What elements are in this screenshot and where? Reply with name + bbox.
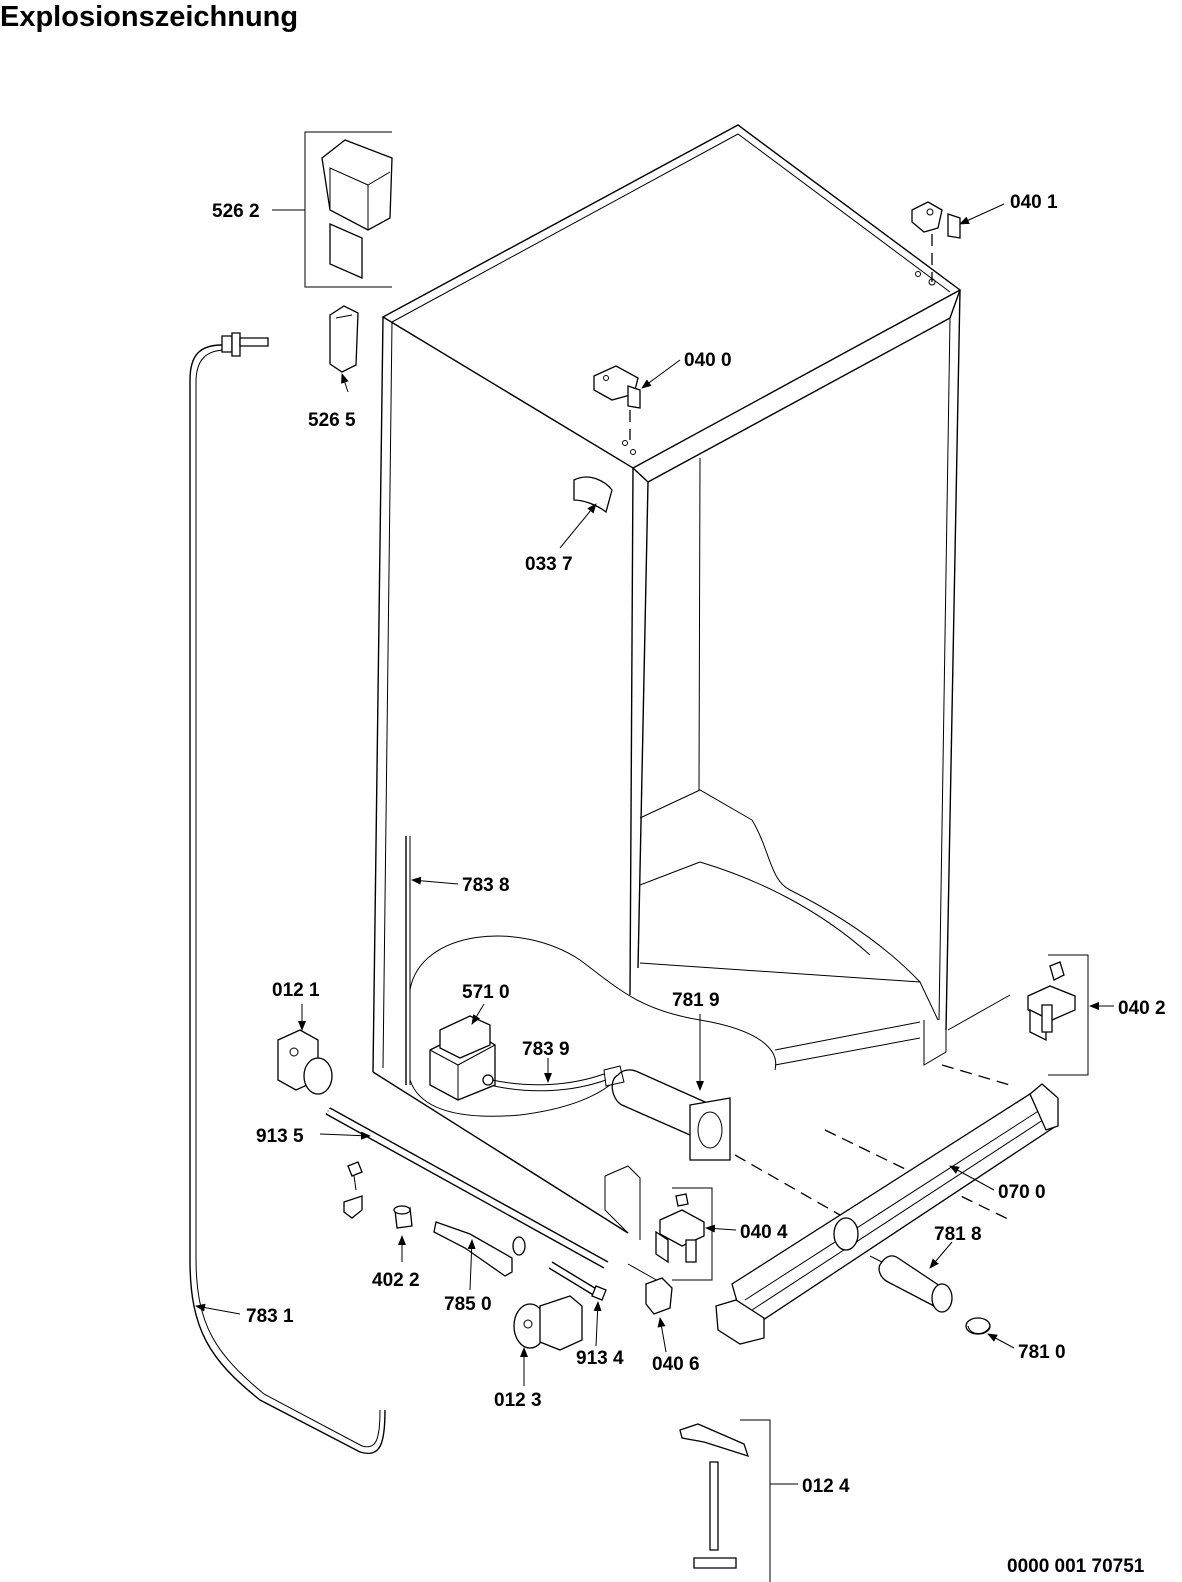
callout-526-5: 526 5 [308, 410, 356, 431]
callout-040-1: 040 1 [1010, 192, 1058, 213]
part-screw [343, 1161, 363, 1219]
part-785-0-hose [433, 1221, 526, 1277]
part-033-7-flap [573, 476, 613, 514]
part-783-8-tube [405, 836, 411, 1085]
callout-040-0: 040 0 [684, 350, 732, 371]
callout-526-2: 526 2 [212, 201, 260, 222]
wiring-loop [409, 935, 777, 1117]
callout-913-5: 913 5 [256, 1126, 304, 1147]
part-070-0-base-rail [715, 1083, 1059, 1345]
callout-571-0: 571 0 [462, 982, 510, 1003]
callout-913-4: 913 4 [576, 1348, 624, 1369]
part-913-5-threaded-rod [325, 1107, 609, 1269]
callout-070-0: 070 0 [998, 1182, 1046, 1203]
callout-labels: 526 2 526 5 040 1 040 0 033 7 783 8 012 … [212, 192, 1166, 1497]
part-040-0-middle-hinge [593, 365, 641, 409]
callout-040-4: 040 4 [740, 1222, 788, 1243]
callout-785-0: 785 0 [444, 1294, 492, 1315]
part-040-2-bottom-hinge [1027, 954, 1089, 1076]
part-402-2-bushing [393, 1205, 413, 1229]
callout-040-2: 040 2 [1118, 998, 1166, 1019]
leader-lines [195, 203, 1114, 1485]
callout-012-3: 012 3 [494, 1390, 542, 1411]
part-783-9-tube [491, 1073, 607, 1092]
callout-012-1: 012 1 [272, 980, 320, 1001]
callout-783-1: 783 1 [246, 1306, 294, 1327]
cabinet-body [372, 124, 1011, 1240]
callout-781-8: 781 8 [934, 1224, 982, 1245]
callout-781-0: 781 0 [1018, 1342, 1066, 1363]
part-571-0-solenoid-valve [429, 1015, 496, 1101]
document-number: 0000 001 70751 [1007, 1556, 1145, 1577]
part-781-0-cap [965, 1317, 991, 1335]
part-913-4-screw [548, 1261, 607, 1301]
callout-040-6: 040 6 [652, 1354, 700, 1375]
part-040-4-bracket [627, 1187, 713, 1283]
callout-402-2: 402 2 [372, 1270, 420, 1291]
part-783-1-tube [189, 332, 386, 1454]
part-781-8-filter [869, 1255, 953, 1313]
part-526-2-control-box [304, 131, 393, 288]
part-040-1-top-hinge [911, 201, 961, 239]
part-012-1-roller [277, 1029, 333, 1095]
callout-033-7: 033 7 [525, 554, 573, 575]
callout-781-9: 781 9 [672, 990, 720, 1011]
callout-783-9: 783 9 [522, 1039, 570, 1060]
page-title: Explosionszeichnung [0, 1, 299, 33]
part-526-5-cover [329, 305, 359, 373]
part-012-4-leveling-kit [679, 1419, 771, 1582]
callout-783-8: 783 8 [462, 875, 510, 896]
part-040-6-clip [645, 1277, 673, 1315]
part-012-3-roller [513, 1295, 583, 1351]
callout-012-4: 012 4 [802, 1476, 850, 1497]
part-781-9-dryer [603, 1065, 731, 1161]
